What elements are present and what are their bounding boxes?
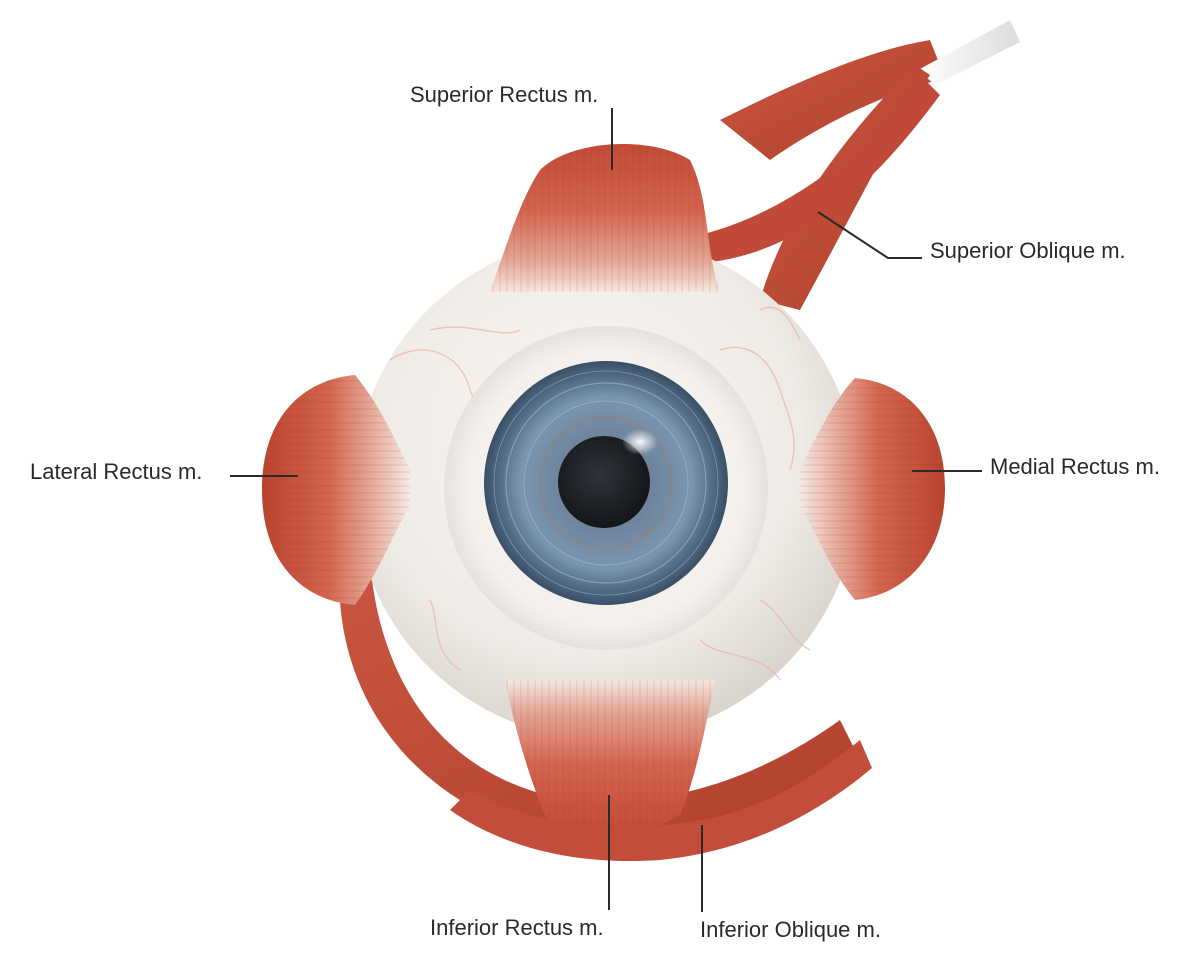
label-superior-oblique: Superior Oblique m. [930, 238, 1126, 263]
leader-superior-oblique [817, 211, 922, 259]
label-superior-rectus: Superior Rectus m. [410, 82, 599, 107]
superior-oblique-lower-band [700, 80, 940, 262]
iris-texture [493, 370, 719, 596]
label-medial-rectus: Medial Rectus m. [990, 454, 1160, 479]
inferior-oblique-muscle [339, 560, 860, 845]
label-inferior-oblique: Inferior Oblique m. [700, 917, 881, 942]
superior-oblique-tendon [918, 20, 1020, 85]
inferior-oblique-front-band [450, 740, 872, 862]
leader-lines [230, 108, 982, 912]
light-reflection [622, 429, 658, 455]
label-lateral-rectus: Lateral Rectus m. [30, 459, 203, 484]
pupil [558, 436, 650, 528]
superior-oblique-upper-muscle [720, 40, 945, 160]
label-inferior-rectus: Inferior Rectus m. [430, 915, 604, 940]
